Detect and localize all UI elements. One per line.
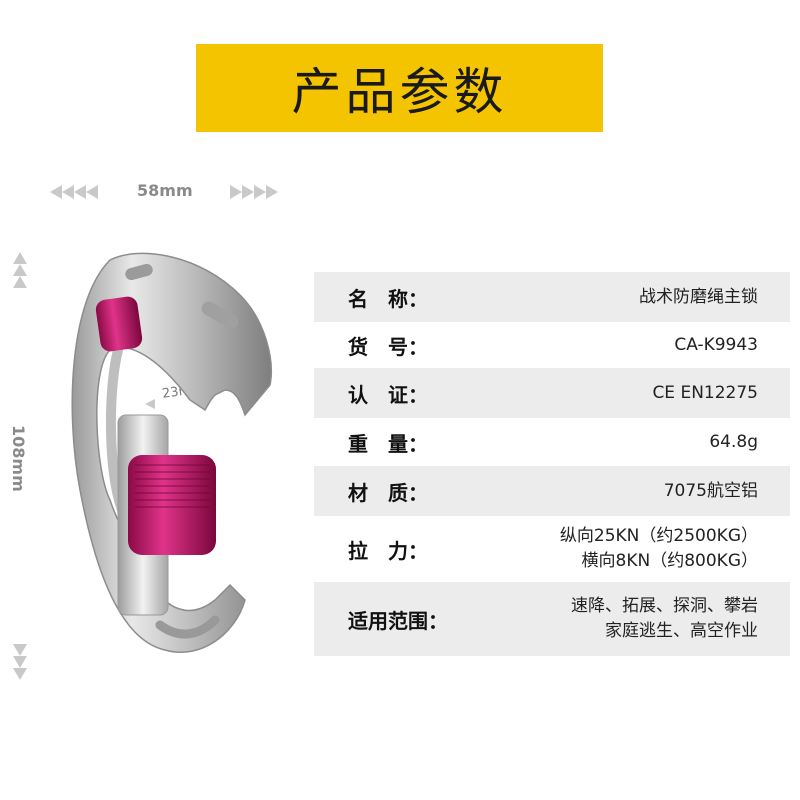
spec-row-material: 材 质： 7075航空铝 (314, 466, 790, 516)
spec-row-strength: 拉 力： 纵向25KN（约2500KG） 横向8KN（约800KG） (314, 516, 790, 582)
spec-label: 名 称： (348, 286, 428, 311)
spec-value: 战术防磨绳主锁 (639, 286, 758, 307)
spec-row-name: 名 称： 战术防磨绳主锁 (314, 272, 790, 322)
spec-value: CE EN12275 (652, 382, 758, 403)
spec-label: 重 量： (348, 431, 428, 456)
spec-label: 适用范围： (348, 608, 448, 633)
carabiner-image (71, 252, 272, 653)
height-dimension-label: 108mm (9, 425, 28, 492)
spec-table: 名 称： 战术防磨绳主锁 货 号： CA-K9943 认 证： CE EN122… (314, 272, 790, 656)
spec-row-certification: 认 证： CE EN12275 (314, 368, 790, 418)
width-dimension-label: 58mm (137, 181, 193, 200)
spec-label: 货 号： (348, 334, 428, 359)
spec-row-applications: 适用范围： 速降、拓展、探洞、攀岩 家庭逃生、高空作业 (314, 582, 790, 656)
title-banner: 产品参数 (196, 44, 603, 132)
spec-row-model: 货 号： CA-K9943 (314, 322, 790, 368)
spec-value: 64.8g (709, 431, 758, 452)
spec-value: 纵向25KN（约2500KG） 横向8KN（约800KG） (559, 526, 758, 571)
spec-label: 认 证： (348, 382, 428, 407)
spec-label: 材 质： (348, 480, 428, 505)
spec-value: 速降、拓展、探洞、攀岩 家庭逃生、高空作业 (571, 596, 758, 641)
spec-row-weight: 重 量： 64.8g (314, 418, 790, 466)
page-title: 产品参数 (291, 63, 508, 121)
spec-value: CA-K9943 (674, 334, 758, 355)
spec-value: 7075航空铝 (663, 480, 758, 501)
spec-label: 拉 力： (348, 538, 428, 563)
